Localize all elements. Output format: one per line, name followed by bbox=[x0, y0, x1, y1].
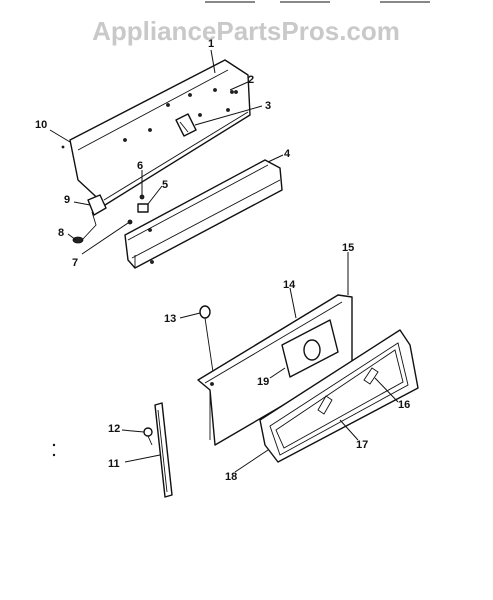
callout-18: 18 bbox=[225, 471, 237, 483]
callout-4: 4 bbox=[284, 148, 291, 160]
callout-2: 2 bbox=[248, 74, 254, 86]
leader-lines bbox=[49, 49, 399, 473]
part-screw bbox=[143, 427, 153, 446]
callout-3: 3 bbox=[265, 100, 271, 112]
callout-9: 9 bbox=[64, 194, 70, 206]
callout-1: 1 bbox=[208, 38, 214, 50]
callout-8: 8 bbox=[58, 227, 64, 239]
callout-7: 7 bbox=[72, 257, 78, 269]
callout-6: 6 bbox=[137, 160, 143, 172]
callout-15: 15 bbox=[342, 242, 354, 254]
callout-17: 17 bbox=[356, 439, 368, 451]
part-back-panel bbox=[69, 59, 251, 206]
callout-labels: 1 2 3 4 5 6 7 8 9 10 11 12 13 14 15 16 1… bbox=[35, 38, 410, 483]
part-control-panel-trim bbox=[124, 159, 283, 269]
part-overlay-frame bbox=[259, 329, 419, 463]
callout-11: 11 bbox=[108, 458, 120, 470]
part-trim-strip bbox=[154, 402, 173, 498]
callout-16: 16 bbox=[398, 399, 410, 411]
callout-10: 10 bbox=[35, 119, 47, 131]
callout-12: 12 bbox=[108, 423, 120, 435]
callout-13: 13 bbox=[164, 313, 176, 325]
part-small-bracket bbox=[175, 113, 197, 137]
callout-14: 14 bbox=[283, 279, 296, 291]
part-knob bbox=[199, 305, 214, 373]
callout-19: 19 bbox=[257, 376, 269, 388]
part-switch-bracket bbox=[72, 194, 107, 244]
watermark: AppliancePartsPros.com bbox=[92, 16, 400, 46]
scan-marks bbox=[52, 145, 65, 457]
part-small-hardware bbox=[127, 194, 149, 225]
callout-5: 5 bbox=[162, 179, 168, 191]
